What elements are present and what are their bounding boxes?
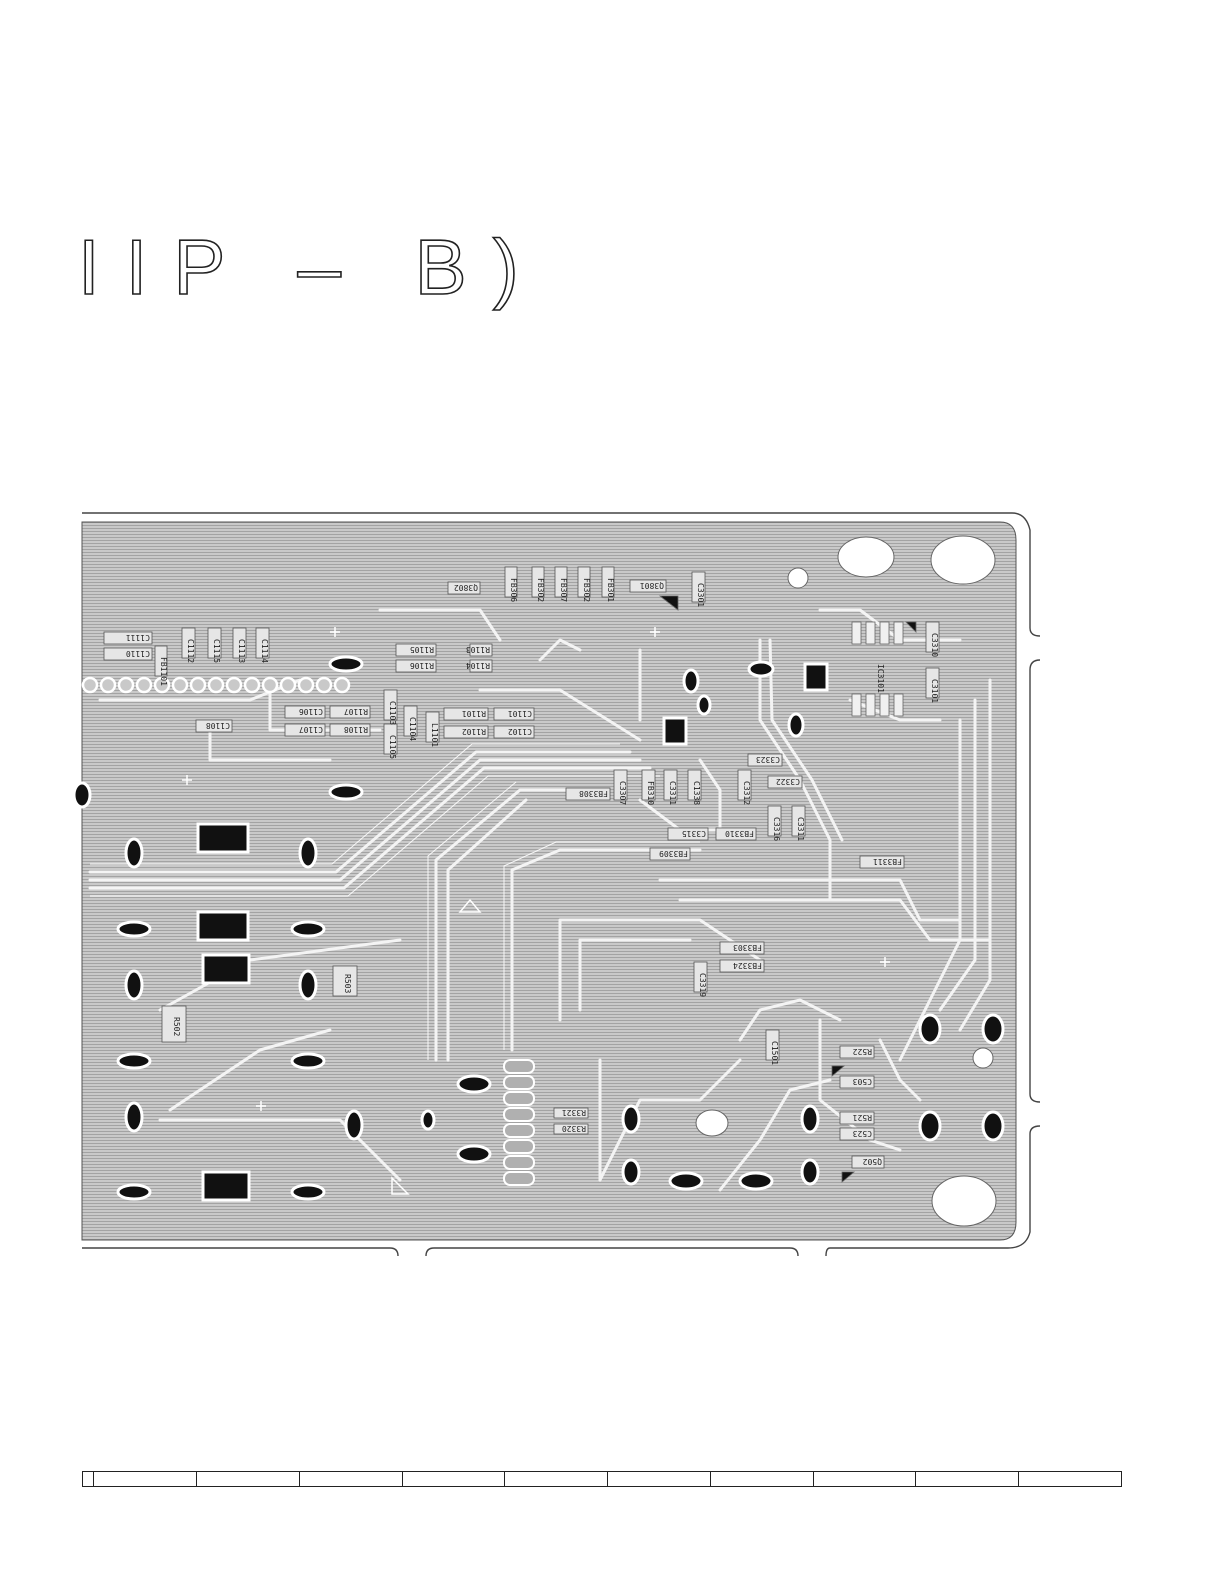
label-Q502: Q502 (863, 1157, 882, 1166)
label-R1106: R1106 (410, 661, 434, 670)
label-C3322: C3322 (776, 777, 800, 786)
label-R502: R502 (172, 1017, 181, 1036)
label-C3101: C3101 (930, 679, 939, 703)
label-R503: R503 (343, 974, 352, 993)
label-FB3311: FB3311 (873, 857, 902, 866)
ruler-cell (401, 1472, 505, 1486)
label-C1106: C1106 (299, 707, 323, 716)
board-outer-edge-bottom (425, 1247, 799, 1257)
ruler-cell (504, 1472, 607, 1486)
label-C1115: C1115 (212, 639, 221, 663)
via-row (81, 676, 351, 694)
label-Q3802: Q3802 (454, 583, 478, 592)
label-C3310: C3310 (930, 633, 939, 657)
label-FB3308: FB3308 (579, 789, 608, 798)
oval-pads (72, 655, 1005, 1201)
connector-strip (503, 1059, 535, 1186)
label-C1113: C1113 (237, 639, 246, 663)
label-R1102: R1102 (462, 727, 486, 736)
page-ruler (82, 1471, 1122, 1487)
board-outer-edge-right (1029, 659, 1041, 1103)
mounting-holes (695, 535, 997, 1227)
label-C1338: C1338 (692, 781, 701, 805)
ruler-cell (298, 1472, 402, 1486)
label-C1108: C1108 (206, 721, 230, 730)
label-C3311: C3311 (668, 781, 677, 805)
label-FB301: FB301 (606, 578, 615, 602)
label-FB3303: FB3303 (733, 943, 762, 952)
label-FB3310: FB3310 (725, 829, 754, 838)
label-C1107: C1107 (299, 725, 323, 734)
label-FB302: FB302 (536, 578, 545, 602)
label-C1110: C1110 (126, 649, 150, 658)
label-C1112: C1112 (186, 639, 195, 663)
board-outer-edge-right-2 (825, 1125, 1041, 1257)
component-boxes (103, 566, 940, 1169)
ruler-cell (93, 1472, 196, 1486)
label-C3315: C3315 (682, 829, 706, 838)
label-Q3801: Q3801 (640, 581, 664, 590)
label-C1102: C1102 (508, 727, 532, 736)
label-C1114: C1114 (260, 639, 269, 663)
ruler-cell (607, 1472, 710, 1486)
label-L1101: L1101 (430, 723, 439, 747)
label-R1108: R1108 (344, 725, 368, 734)
label-R1104: R1104 (466, 661, 490, 670)
ruler-cell (1018, 1472, 1121, 1486)
ruler-cell (915, 1472, 1018, 1486)
page-title: IIP – B) (77, 223, 545, 311)
label-R521: R521 (853, 1113, 872, 1122)
board-outer-edge (82, 512, 1041, 637)
label-C1101: C1101 (508, 709, 532, 718)
label-FB307: FB307 (559, 578, 568, 602)
label-IC3101: IC3101 (876, 664, 885, 693)
label-C3301: C3301 (696, 583, 705, 607)
silkscreen-labels: Q3802 FB306 FB302 FB307 FB302 FB301 Q380… (126, 578, 939, 1166)
large-pads (196, 662, 829, 1202)
label-C3307: C3307 (618, 781, 627, 805)
ruler-cell (195, 1472, 299, 1486)
label-C3311b: C3311 (796, 817, 805, 841)
label-FB306: FB306 (509, 578, 518, 602)
label-C3323: C3323 (756, 755, 780, 764)
label-C3319: C3319 (698, 973, 707, 997)
label-R1105: R1105 (410, 645, 434, 654)
ic3101-footprint (658, 595, 917, 1183)
label-R1103: R1103 (466, 645, 490, 654)
label-C503: C503 (853, 1077, 872, 1086)
label-C1111: C1111 (126, 633, 150, 642)
label-R1107: R1107 (344, 707, 368, 716)
label-R3321: R3321 (562, 1108, 586, 1117)
label-FB1101: FB1101 (159, 657, 168, 686)
traces (88, 608, 992, 1192)
label-C1105: C1105 (388, 735, 397, 759)
label-FB310: FB310 (646, 781, 655, 805)
label-R1101: R1101 (462, 709, 486, 718)
label-C3316: C3316 (772, 817, 781, 841)
label-C1104: C1104 (408, 717, 417, 741)
fiducial-marks (182, 627, 890, 1195)
ruler-cell (812, 1472, 916, 1486)
ruler-cell (709, 1472, 813, 1486)
label-R3320: R3320 (562, 1124, 586, 1133)
label-C3312: C3312 (742, 781, 751, 805)
ruler-cell (82, 1472, 93, 1486)
label-C523: C523 (853, 1129, 872, 1138)
label-FB302b: FB302 (582, 578, 591, 602)
label-FB3324: FB3324 (733, 961, 762, 970)
label-C1501: C1501 (770, 1041, 779, 1065)
board-outer-edge-bottom-2 (82, 1247, 399, 1257)
label-R522: R522 (853, 1047, 872, 1056)
label-C1103: C1103 (388, 701, 397, 725)
label-FB3309: FB3309 (659, 849, 688, 858)
